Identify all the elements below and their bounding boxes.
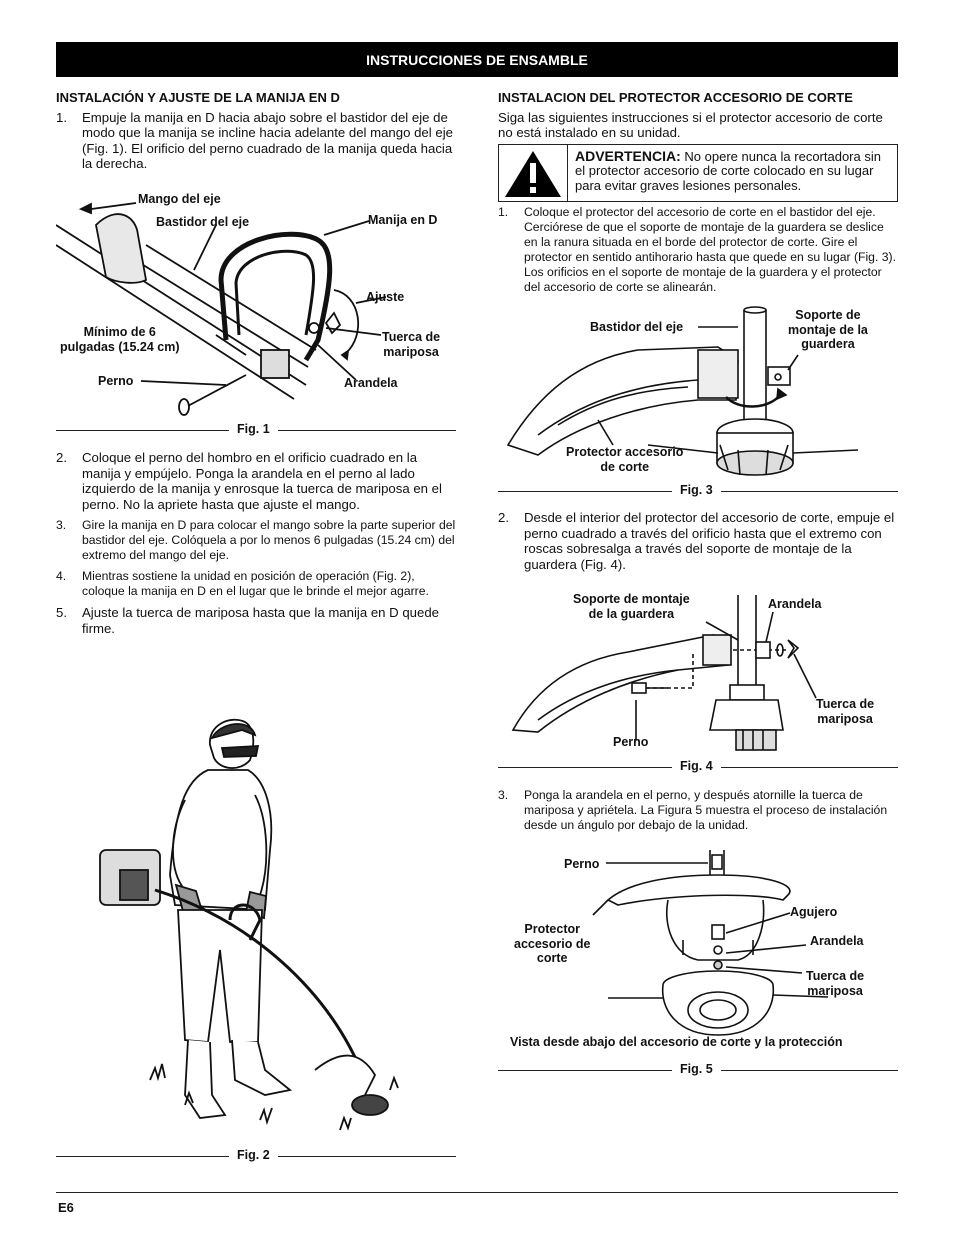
fig5-view-title: Vista desde abajo del accesorio de corte… — [510, 1035, 843, 1049]
label-soporte-de-montaje: Soporte de montaje de la guardera — [788, 308, 868, 351]
label-arandela: Arandela — [810, 934, 864, 948]
label-soporte-de-montaje: Soporte de montaje de la guardera — [573, 592, 690, 621]
step-text: Ajuste la tuerca de mariposa hasta que l… — [82, 605, 440, 636]
right-step-2-block: 2. Desde el interior del protector del a… — [498, 510, 898, 578]
step-number: 2. — [56, 450, 67, 465]
left-step-4: 4. Mientras sostiene la unidad en posici… — [56, 569, 456, 599]
step-text: Coloque el perno del hombro en el orific… — [82, 450, 442, 512]
step-number: 4. — [56, 569, 67, 584]
left-heading: INSTALACIÓN Y AJUSTE DE LA MANIJA EN D — [56, 90, 340, 105]
label-arandela: Arandela — [768, 597, 822, 611]
step-number: 3. — [56, 518, 67, 533]
step-number: 3. — [498, 788, 509, 802]
left-step-5: 5. Ajuste la tuerca de mariposa hasta qu… — [56, 605, 456, 636]
warning-triangle-icon — [499, 145, 568, 201]
label-perno: Perno — [98, 374, 134, 388]
section-banner: INSTRUCCIONES DE ENSAMBLE — [56, 42, 898, 77]
footer-rule — [56, 1192, 898, 1193]
right-step-3: 3. Ponga la arandela en el perno, y desp… — [498, 788, 898, 833]
right-intro: Siga las siguientes instrucciones si el … — [498, 109, 883, 141]
d-handle-illustration — [56, 202, 387, 416]
figure-5: Perno Protector accesorio de corte Aguje… — [498, 845, 898, 1050]
underside-view-illustration — [592, 850, 829, 1036]
step-text: Mientras sostiene la unidad en posición … — [82, 569, 429, 599]
warning-text-block: ADVERTENCIA: No opere nunca la recortado… — [575, 149, 893, 193]
label-mango-del-eje: Mango del eje — [138, 192, 221, 206]
left-step-1: 1. Empuje la manija en D hacia abajo sob… — [56, 110, 456, 172]
label-protector-accesorio: Protector accesorio de corte — [514, 922, 591, 965]
right-column-top: INSTALACION DEL PROTECTOR ACCESORIO DE C… — [498, 90, 898, 141]
label-agujero: Agujero — [790, 905, 838, 919]
right-step-1-block: 1. Coloque el protector del accesorio de… — [498, 205, 898, 301]
step-text: Ponga la arandela en el perno, y después… — [524, 788, 888, 832]
figure-4: Soporte de montaje de la guardera Arande… — [498, 590, 898, 760]
figure-2 — [90, 700, 430, 1140]
figure-1: Mango del eje Bastidor del eje Manija en… — [56, 185, 456, 430]
operator-illustration — [99, 718, 399, 1131]
label-tuerca-de-mariposa: Tuerca de mariposa — [816, 697, 875, 726]
label-tuerca-de-mariposa: Tuerca de mariposa — [806, 969, 865, 998]
step-number: 5. — [56, 605, 67, 621]
right-heading: INSTALACION DEL PROTECTOR ACCESORIO DE C… — [498, 90, 853, 105]
warning-box: ADVERTENCIA: No opere nunca la recortado… — [498, 144, 898, 202]
label-perno: Perno — [564, 857, 600, 871]
guard-install-illustration — [506, 306, 859, 476]
step-text: Desde el interior del protector del acce… — [524, 510, 895, 572]
right-step-3-block: 3. Ponga la arandela en el perno, y desp… — [498, 788, 898, 839]
step-number: 1. — [56, 109, 67, 125]
fig2-caption: Fig. 2 — [229, 1148, 278, 1162]
label-ajuste: Ajuste — [366, 290, 405, 304]
left-step-3: 3. Gire la manija en D para colocar el m… — [56, 518, 456, 563]
label-bastidor-del-eje: Bastidor del eje — [590, 320, 684, 334]
label-perno: Perno — [613, 735, 649, 749]
left-steps-lower: 2. Coloque el perno del hombro en el ori… — [56, 450, 456, 643]
label-manija-en-d: Manija en D — [368, 213, 438, 227]
right-step-1: 1. Coloque el protector del accesorio de… — [498, 205, 898, 295]
step-number: 2. — [498, 510, 509, 525]
label-arandela: Arandela — [344, 376, 398, 390]
left-column: INSTALACIÓN Y AJUSTE DE LA MANIJA EN D 1… — [56, 90, 456, 178]
fig4-caption: Fig. 4 — [672, 759, 721, 773]
page-number: E6 — [58, 1200, 74, 1215]
bolt-install-illustration — [511, 595, 817, 751]
label-bastidor-del-eje: Bastidor del eje — [156, 215, 250, 229]
right-step-2: 2. Desde el interior del protector del a… — [498, 510, 898, 572]
step-number: 1. — [498, 205, 509, 219]
fig5-caption: Fig. 5 — [672, 1062, 721, 1076]
label-protector-accesorio: Protector accesorio de corte — [566, 445, 684, 474]
label-minimo-6-pulgadas: Mínimo de 6 pulgadas (15.24 cm) — [60, 325, 180, 354]
step-text: Coloque el protector del accesorio de co… — [524, 205, 896, 294]
figure-3: Bastidor del eje Soporte de montaje de l… — [498, 305, 898, 485]
left-step-2: 2. Coloque el perno del hombro en el ori… — [56, 450, 456, 512]
warning-title: ADVERTENCIA: — [575, 148, 681, 164]
label-tuerca-de-mariposa: Tuerca de mariposa — [382, 330, 441, 359]
step-text: Gire la manija en D para colocar el mang… — [82, 518, 456, 563]
step-text: Empuje la manija en D hacia abajo sobre … — [82, 109, 453, 172]
fig3-caption: Fig. 3 — [672, 483, 721, 497]
fig1-caption: Fig. 1 — [229, 422, 278, 436]
warning-text: No opere nunca la recortadora sin el pro… — [575, 149, 881, 193]
